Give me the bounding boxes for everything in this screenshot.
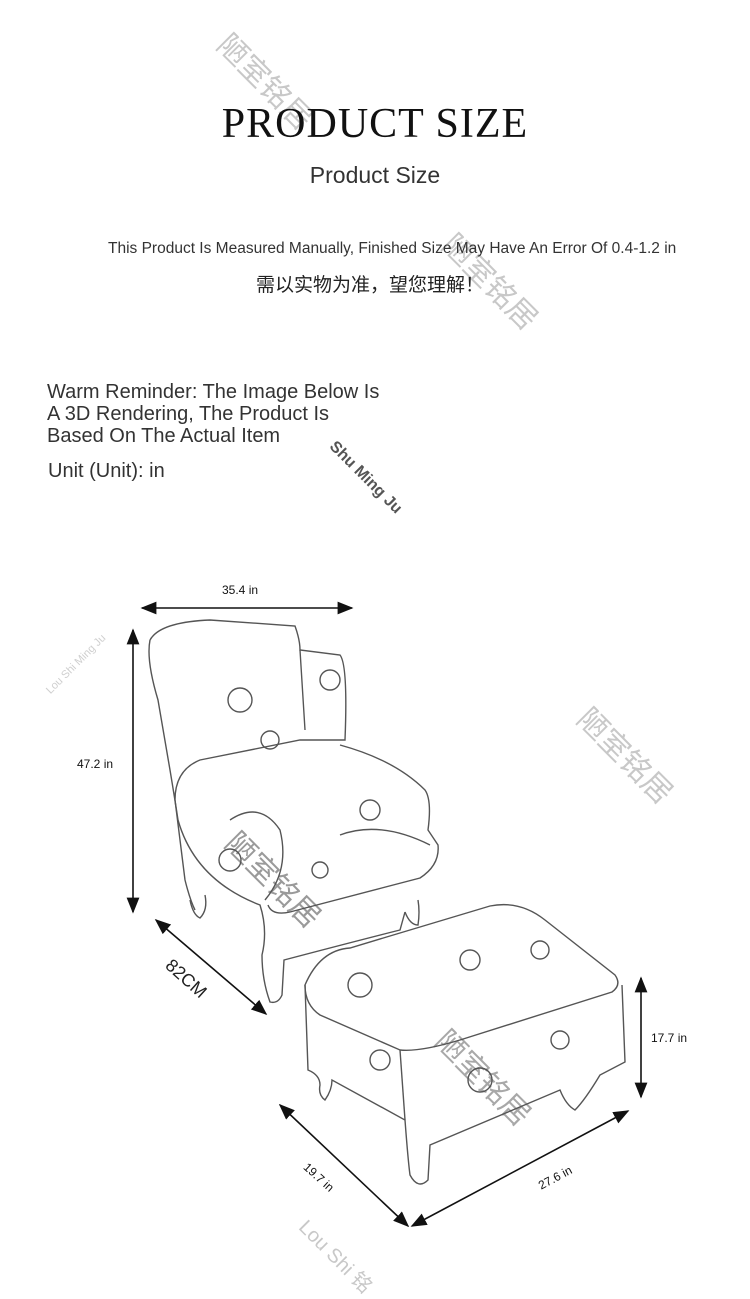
ottoman-depth-arrow: [278, 1103, 410, 1228]
chair-width-label: 35.4 in: [222, 583, 259, 597]
chair-height-label: 47.2 in: [77, 757, 114, 771]
wingback-chair: [148, 619, 439, 1004]
unit-label: Unit (Unit): in: [48, 460, 165, 482]
measurement-note: This Product Is Measured Manually, Finis…: [108, 240, 677, 257]
page-subtitle: Product Size: [309, 162, 441, 188]
dimension-arrows: [126, 601, 648, 1228]
ottoman-height-label: 17.7 in: [651, 1031, 688, 1045]
warm-reminder: Warm Reminder: The Image Below Is A 3D R…: [47, 381, 380, 447]
measurement-note-cn: 需以实物为准，望您理解！: [255, 274, 484, 296]
depth-arrow: [154, 918, 268, 1016]
ottoman-width-arrow: [410, 1110, 630, 1227]
page-title: PRODUCT SIZE: [221, 101, 529, 147]
ottoman: [304, 903, 626, 1185]
